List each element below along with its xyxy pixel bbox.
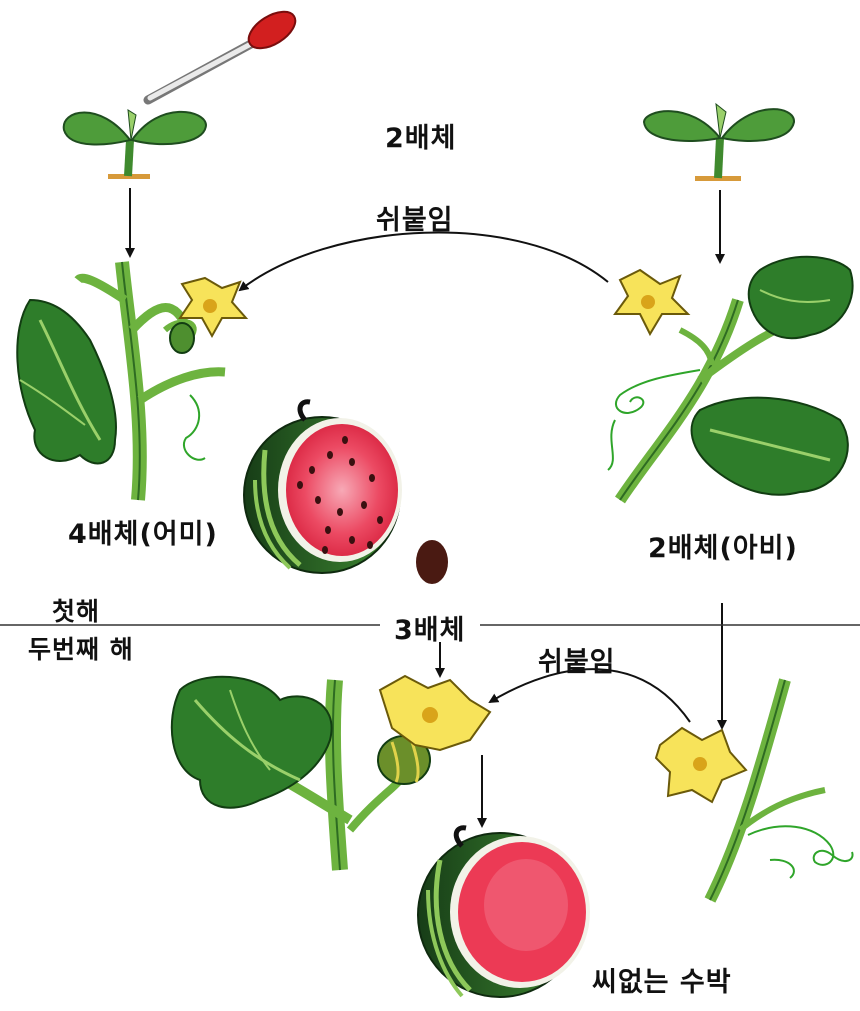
diploid-father-branch xyxy=(656,680,853,900)
tetraploid-mother-plant xyxy=(17,262,246,500)
label-first-year: 첫해 xyxy=(52,592,100,628)
triploid-plant xyxy=(172,676,490,870)
seedless-watermelon xyxy=(418,828,590,997)
tetraploid-watermelon xyxy=(244,402,402,573)
diploid-seedling xyxy=(644,104,794,181)
label-second-year: 두번째 해 xyxy=(28,630,134,666)
label-diploid-top: 2배체 xyxy=(385,116,456,155)
label-seedless-watermelon: 씨없는 수박 xyxy=(592,960,732,999)
label-cross-bottom: 쉬붙임 xyxy=(538,640,616,679)
arrow-cross-top xyxy=(240,233,608,290)
label-tetraploid-mother: 4배체(어미) xyxy=(68,512,218,551)
label-triploid: 3배체 xyxy=(394,608,465,647)
tetraploid-seedling xyxy=(64,110,206,179)
label-diploid-father: 2배체(아비) xyxy=(648,526,798,565)
label-cross-top: 쉬붙임 xyxy=(376,198,454,237)
seed-icon xyxy=(416,540,448,584)
dropper-icon xyxy=(148,4,301,100)
diploid-father-plant xyxy=(608,257,853,500)
